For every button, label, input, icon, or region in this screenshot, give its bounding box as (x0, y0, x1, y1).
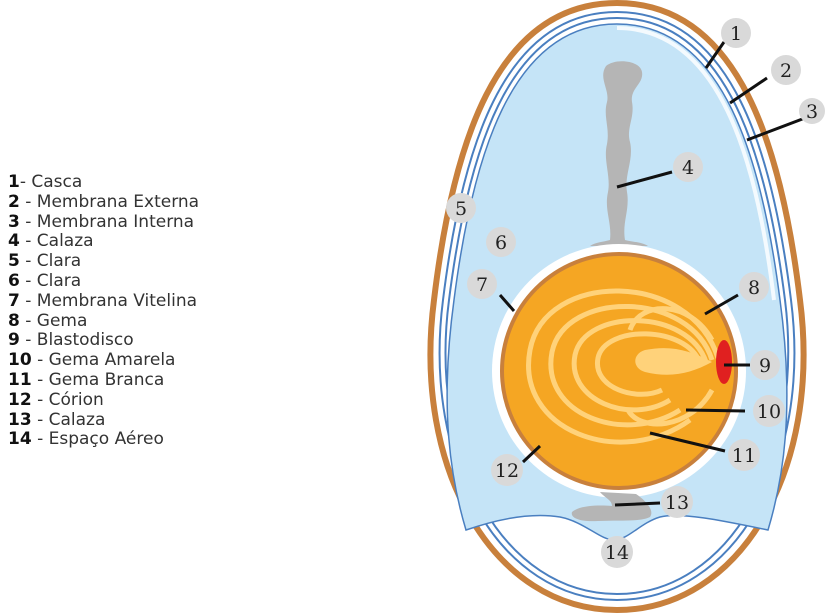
badge-label: 1 (730, 23, 742, 45)
badge-label: 13 (665, 492, 689, 514)
badge-1: 1 (721, 18, 751, 48)
badge-label: 8 (748, 277, 760, 299)
badge-label: 12 (495, 460, 519, 482)
badge-label: 11 (732, 445, 756, 467)
badge-5: 5 (446, 193, 476, 223)
badge-14: 14 (601, 536, 633, 568)
badge-label: 6 (495, 232, 507, 254)
badge-4: 4 (673, 152, 703, 182)
badge-label: 4 (682, 157, 694, 179)
badge-13: 13 (661, 486, 693, 518)
blastodisc (716, 340, 732, 384)
badge-label: 14 (605, 542, 629, 564)
badge-8: 8 (739, 272, 769, 302)
badge-2: 2 (771, 55, 801, 85)
badge-6: 6 (486, 227, 516, 257)
leader-line-10 (686, 410, 745, 411)
badge-11: 11 (728, 439, 760, 471)
badge-3: 3 (799, 98, 825, 124)
leader-line-13 (615, 503, 660, 505)
badge-9: 9 (750, 350, 780, 380)
badge-label: 5 (455, 198, 467, 220)
badge-12: 12 (491, 454, 523, 486)
badge-10: 10 (753, 395, 785, 427)
badge-7: 7 (467, 269, 497, 299)
badge-label: 10 (757, 401, 781, 423)
badge-label: 3 (806, 101, 818, 123)
badge-label: 7 (476, 274, 488, 296)
badge-label: 2 (780, 60, 792, 82)
badge-label: 9 (759, 355, 771, 377)
